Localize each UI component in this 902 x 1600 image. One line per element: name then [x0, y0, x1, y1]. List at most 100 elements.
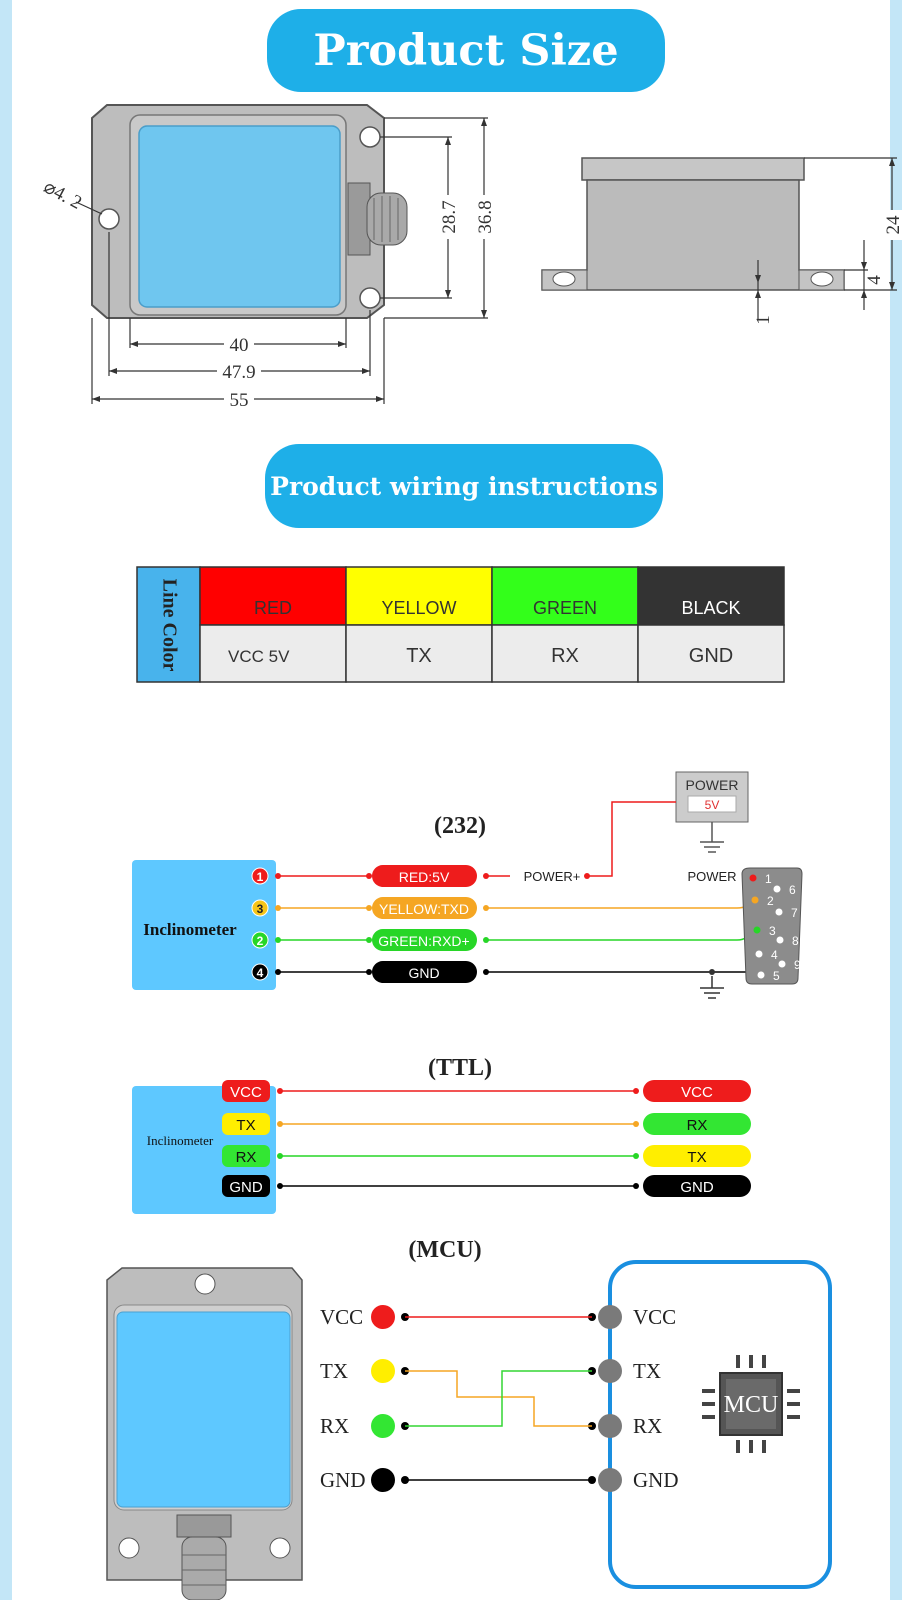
- color-swatch-black: [637, 566, 785, 626]
- color-name-yellow: YELLOW: [381, 598, 456, 618]
- signal-green: RX: [551, 645, 579, 667]
- ttl-left-label: TX: [236, 1117, 255, 1134]
- rs232-device-label: Inclinometer: [143, 920, 237, 939]
- color-name-green: GREEN: [533, 598, 597, 618]
- mcu-right-label: RX: [633, 1414, 662, 1438]
- connector-power-label: POWER: [687, 869, 736, 884]
- rs232-wire-label: [372, 897, 477, 919]
- mcu-right-label: GND: [633, 1468, 679, 1492]
- ttl-right-pin: [643, 1080, 751, 1102]
- db9-connector: 1 2 3 4 5 6 7 8 9: [741, 867, 803, 985]
- db9-pin: [775, 908, 783, 916]
- db9-pin: [776, 936, 784, 944]
- mcu-left-dot: [371, 1359, 395, 1383]
- power-supply: POWER 5V: [675, 771, 749, 853]
- ttl-left-pin: [222, 1113, 270, 1135]
- ttl-left-pin: [222, 1145, 270, 1167]
- db9-pin-number: 8: [792, 934, 799, 948]
- rs232-pin-number: 2: [257, 934, 264, 948]
- rs232-wire-label: [372, 961, 477, 983]
- ttl-left-pin: [222, 1080, 270, 1102]
- mcu-chip-icon: MCU: [702, 1355, 800, 1453]
- color-name-red: RED: [254, 598, 292, 618]
- rs232-title: (232): [434, 813, 486, 839]
- ttl-right-label: VCC: [681, 1084, 713, 1101]
- db9-pin-number: 7: [791, 906, 798, 920]
- db9-pin: [755, 950, 763, 958]
- product-size-title: Product Size: [267, 9, 665, 92]
- ttl-right-pin: [643, 1145, 751, 1167]
- rs232-wire-text: GND: [408, 965, 439, 981]
- dim-28-7: 28.7: [439, 200, 460, 233]
- db9-pin-number: 4: [771, 948, 778, 962]
- sensor-side-view: [541, 157, 845, 291]
- rs232-wire-label: [372, 865, 477, 887]
- ttl-right-pin: [643, 1113, 751, 1135]
- mcu-right-dot: [598, 1468, 622, 1492]
- mcu-left-dot: [371, 1414, 395, 1438]
- dim-55: 55: [230, 390, 249, 411]
- mcu-left-dot: [371, 1468, 395, 1492]
- rs232-pin-number: 1: [257, 870, 264, 884]
- mcu-sensor: [106, 1267, 303, 1600]
- power-box-value: 5V: [705, 798, 720, 812]
- power-box-title: POWER: [686, 777, 739, 793]
- rs232-wire-text: RED:5V: [399, 869, 450, 885]
- mcu-right-label: TX: [633, 1359, 661, 1383]
- rs232-pin-badge: [251, 931, 269, 949]
- dim-24: 24: [883, 215, 902, 235]
- db9-pin: [757, 971, 765, 979]
- mcu-left-label: VCC: [320, 1305, 363, 1329]
- db9-pin: [778, 960, 786, 968]
- dim-47-9: 47.9: [222, 362, 255, 383]
- ttl-left-label: GND: [229, 1179, 263, 1196]
- dim-40: 40: [230, 335, 249, 356]
- mcu-left-label: GND: [320, 1468, 366, 1492]
- ttl-device-label: Inclinometer: [147, 1133, 214, 1148]
- ttl-right-pin: [643, 1175, 751, 1197]
- signal-cell: [637, 624, 785, 683]
- ttl-right-label: RX: [687, 1117, 708, 1134]
- mcu-chip-label: MCU: [724, 1392, 779, 1418]
- db9-pin: [749, 874, 757, 882]
- db9-pin-number: 2: [767, 894, 774, 908]
- rs232-pin-number: 4: [257, 966, 264, 980]
- mcu-right-dot: [598, 1305, 622, 1329]
- dimension-drawing: 40 47.9 55 28.7 36.8 ⌀4. 2: [40, 104, 902, 411]
- dim-36-8: 36.8: [475, 200, 496, 233]
- db9-pin-number: 9: [794, 958, 801, 972]
- mcu-left-dot: [371, 1305, 395, 1329]
- wiring-title: Product wiring instructions: [265, 444, 663, 528]
- mcu-title: (MCU): [408, 1237, 481, 1263]
- color-name-black: BLACK: [681, 598, 740, 618]
- db9-pin-number: 6: [789, 883, 796, 897]
- rs232-pin-badge: [251, 867, 269, 885]
- rs232-device: [132, 860, 276, 990]
- db9-pin-number: 1: [765, 872, 772, 886]
- signal-black: GND: [689, 645, 733, 667]
- db9-pin: [753, 926, 761, 934]
- db9-pin: [773, 885, 781, 893]
- sensor-top-view: [91, 104, 408, 319]
- rs232-wire-label: [372, 929, 477, 951]
- rs232-pin-number: 3: [257, 902, 264, 916]
- db9-pin-number: 3: [769, 924, 776, 938]
- ttl-left-label: RX: [236, 1149, 257, 1166]
- db9-pin-number: 5: [773, 969, 780, 983]
- mcu-right-label: VCC: [633, 1305, 676, 1329]
- dim-4: 4: [864, 275, 885, 285]
- rs232-pin-badge: [251, 963, 269, 981]
- signal-red: VCC 5V: [228, 647, 290, 666]
- mcu-left-label: TX: [320, 1359, 348, 1383]
- signal-cell: [199, 624, 347, 683]
- signal-yellow: TX: [406, 645, 432, 667]
- signal-cell: [345, 624, 493, 683]
- rs232-wire-text: YELLOW:TXD: [379, 901, 469, 917]
- db9-pin: [751, 896, 759, 904]
- ttl-right-label: GND: [680, 1179, 714, 1196]
- dim-1: 1: [753, 315, 774, 325]
- mcu-left-label: RX: [320, 1414, 349, 1438]
- ttl-title: (TTL): [428, 1055, 492, 1081]
